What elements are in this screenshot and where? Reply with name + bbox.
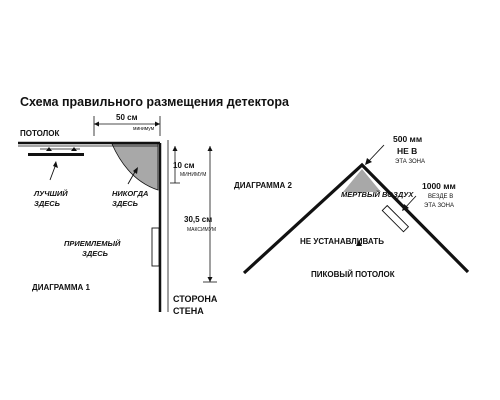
dim-50-sub: минимум (133, 126, 155, 132)
dim-500-label: 500 мм (393, 134, 422, 144)
dim-305-label: 30,5 см (184, 215, 212, 224)
diagram-title: Схема правильного размещения детектора (20, 95, 290, 109)
never-label-line2: ЗДЕСЬ (112, 199, 139, 208)
best-detector-marker-2 (71, 147, 77, 151)
dim-500-arrow (366, 144, 385, 164)
peak-ceiling-line (242, 162, 470, 275)
dim-50-arrow-left (94, 121, 99, 127)
do-not-install-label: НЕ УСТАНАВЛИВАТЬ (300, 237, 384, 246)
never-label-line1: НИКОГДА (112, 189, 148, 198)
dead-air-peak-zone (343, 169, 381, 192)
wall-detector (151, 227, 160, 267)
dim-305-sub: МАКСИМУМ (187, 227, 216, 233)
dim-10-label: 10 см (173, 161, 195, 170)
best-label-line2: ЗДЕСЬ (34, 199, 61, 208)
dim-1000-label: 1000 мм (422, 181, 456, 191)
dim-500-arrow-head (365, 158, 372, 165)
best-detector (28, 153, 84, 156)
ceiling-label: ПОТОЛОК (20, 129, 60, 138)
dim-10-sub: МИНИМУМ (180, 172, 206, 178)
acceptable-label-line1: ПРИЕМЛЕМЫЙ (64, 239, 121, 248)
dim-1000-line2: ВЕЗДЕ В (428, 194, 453, 200)
dead-air-label: МЕРТВЫЙ ВОЗДУХ (341, 190, 414, 199)
dim-305-arrow-top (207, 146, 213, 151)
best-arrow-head (53, 161, 58, 168)
best-label-line1: ЛУЧШИЙ (33, 189, 68, 198)
wall-label-line2: СТЕНА (173, 306, 204, 316)
wall-label-line1: СТОРОНА (173, 294, 218, 304)
dim-500-line2: НЕ В (397, 146, 417, 156)
best-detector-marker (46, 147, 52, 151)
never-arrow (127, 169, 137, 185)
never-arrow-head (133, 167, 138, 174)
peak-ceiling-label: ПИКОВЫЙ ПОТОЛОК (311, 270, 395, 279)
dim-305-arrow-bottom (207, 277, 213, 282)
dim-50-arrow-right (155, 121, 160, 127)
dim-500-line3: ЭТА ЗОНА (395, 159, 425, 165)
dim-1000-line3: ЭТА ЗОНА (424, 203, 454, 209)
dim-1000-arrow-head (402, 204, 409, 211)
diagram-2: ДИАГРАММА 2 МЕРТВЫЙ ВОЗДУХ НЕ УСТАНАВЛИВ… (234, 134, 470, 279)
diagram-2-caption: ДИАГРАММА 2 (234, 181, 293, 190)
peak-marker (356, 240, 362, 246)
dim-10-arrow-top (172, 146, 178, 151)
sloped-detector (381, 204, 410, 233)
acceptable-label-line2: ЗДЕСЬ (82, 249, 109, 258)
dim-50-label: 50 см (116, 113, 138, 122)
diagram-1: ПОТОЛОК ЛУЧШИЙ ЗДЕСЬ НИКОГДА ЗДЕСЬ 50 см… (18, 113, 218, 316)
dead-air-zone (111, 143, 159, 191)
diagram-1-caption: ДИАГРАММА 1 (32, 283, 91, 292)
